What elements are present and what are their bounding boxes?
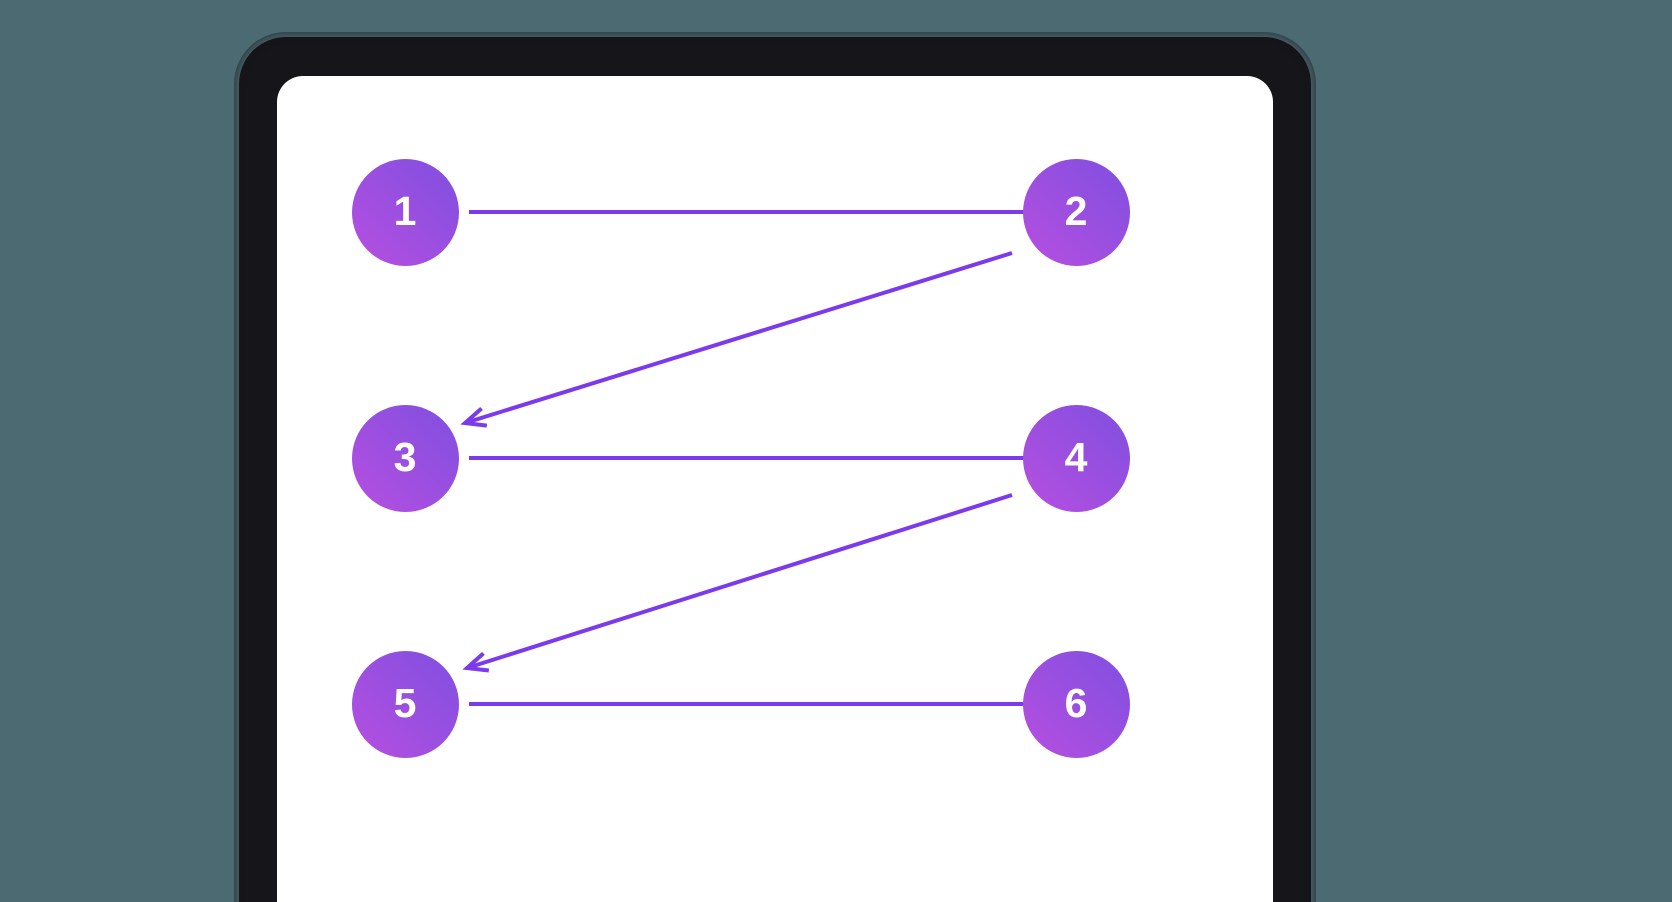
- edges: [460, 201, 1084, 715]
- device-screen: 1 2 3 4 5 6: [277, 76, 1273, 902]
- graph-node-2[interactable]: 2: [1022, 158, 1130, 266]
- node-label: 3: [393, 433, 417, 480]
- graph-node-6[interactable]: 6: [1022, 650, 1130, 758]
- node-label: 5: [393, 679, 417, 726]
- arrowhead-4-to-5: [462, 651, 490, 673]
- edge-line-4-to-5: [466, 493, 1013, 670]
- edge-line-2-to-3: [464, 251, 1013, 425]
- arrowhead-2-to-3: [460, 406, 488, 428]
- graph-node-1[interactable]: 1: [351, 158, 459, 266]
- graph-node-4[interactable]: 4: [1022, 404, 1130, 512]
- node-label: 6: [1064, 679, 1088, 726]
- diagram-canvas[interactable]: 1 2 3 4 5 6: [277, 76, 1273, 902]
- node-label: 4: [1064, 433, 1088, 480]
- node-label: 1: [393, 187, 417, 234]
- node-label: 2: [1064, 187, 1088, 234]
- graph-node-3[interactable]: 3: [351, 404, 459, 512]
- graph-node-5[interactable]: 5: [351, 650, 459, 758]
